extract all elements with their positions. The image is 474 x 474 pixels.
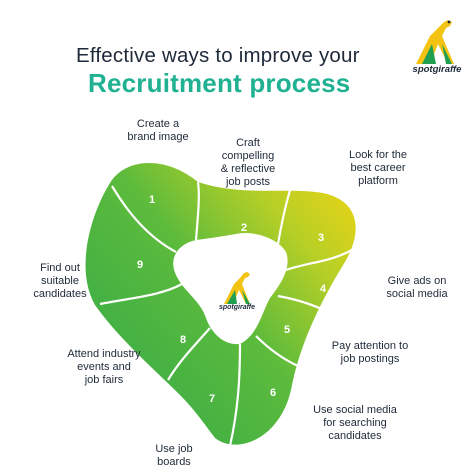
title-line-2: Recruitment process	[88, 68, 351, 98]
step-number-5: 5	[284, 324, 290, 336]
step-number-7: 7	[209, 393, 215, 405]
step-number-2: 2	[241, 222, 247, 234]
giraffe-icon	[416, 20, 454, 64]
inner-hub	[173, 232, 288, 345]
brand-name: spotgiraffe	[412, 64, 462, 75]
hub-giraffe-icon	[224, 272, 250, 304]
hub-brand-name: spotgiraffe	[218, 304, 256, 311]
step-number-6: 6	[270, 387, 276, 399]
segment-dividers	[99, 181, 353, 447]
step-number-1: 1	[149, 194, 155, 206]
brand-logo: spotgiraffe	[408, 14, 466, 78]
step-number-3: 3	[318, 232, 324, 244]
step-number-9: 9	[137, 259, 143, 271]
step-number-4: 4	[320, 283, 327, 295]
step-number-8: 8	[180, 334, 186, 346]
title-line-1: Effective ways to improve your	[76, 44, 360, 67]
